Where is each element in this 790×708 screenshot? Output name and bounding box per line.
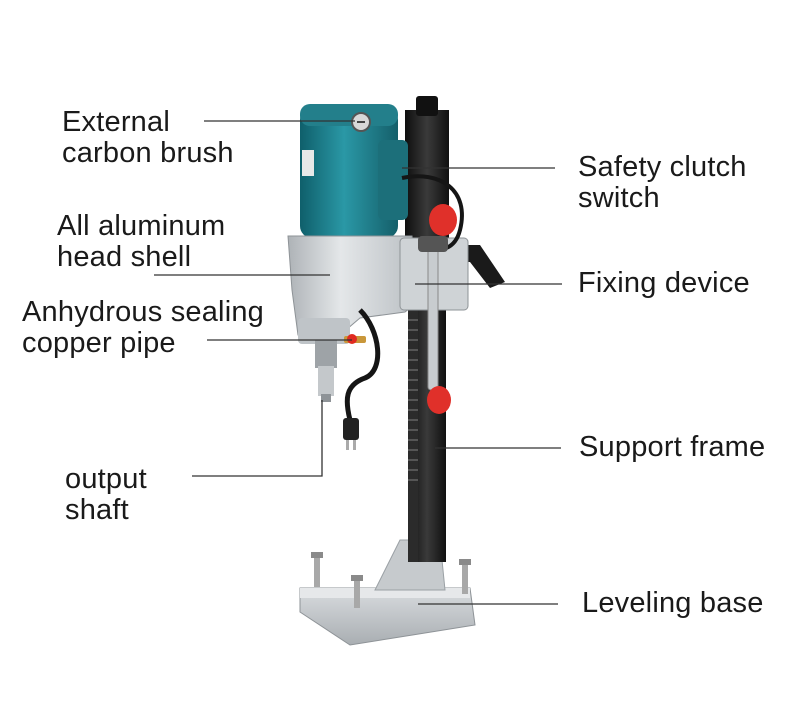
label-aluminum-head-shell: All aluminum head shell	[57, 211, 225, 273]
label-leveling-base: Leveling base	[582, 588, 764, 619]
label-line: Leveling base	[582, 587, 764, 619]
label-line: Safety clutch	[578, 151, 747, 183]
output-shaft	[315, 340, 337, 402]
label-line: head shell	[57, 241, 192, 273]
label-line: shaft	[65, 494, 129, 526]
label-external-carbon-brush: External carbon brush	[62, 107, 234, 169]
label-line: carbon brush	[62, 137, 234, 169]
label-line: Support frame	[579, 431, 766, 463]
label-line: Fixing device	[578, 267, 750, 299]
aluminum-head	[287, 235, 469, 344]
copper-pipe	[344, 334, 366, 344]
leveling-base	[299, 539, 476, 646]
label-line: switch	[578, 182, 660, 214]
feed-handle	[418, 204, 457, 414]
label-anhydrous-sealing-pipe: Anhydrous sealing copper pipe	[22, 297, 264, 359]
label-output-shaft: output shaft	[65, 464, 147, 526]
label-safety-clutch-switch: Safety clutch switch	[578, 152, 747, 214]
label-line: output	[65, 463, 147, 495]
label-line: External	[62, 106, 170, 138]
label-line: Anhydrous sealing	[22, 296, 264, 328]
label-line: copper pipe	[22, 327, 176, 359]
label-fixing-device: Fixing device	[578, 268, 750, 299]
label-support-frame: Support frame	[579, 432, 765, 463]
leader-lines	[154, 120, 562, 605]
support-column	[405, 96, 449, 562]
fixing-bracket	[460, 245, 505, 288]
label-line: All aluminum	[57, 210, 226, 242]
motor-housing	[300, 104, 408, 238]
power-cord	[343, 174, 464, 450]
